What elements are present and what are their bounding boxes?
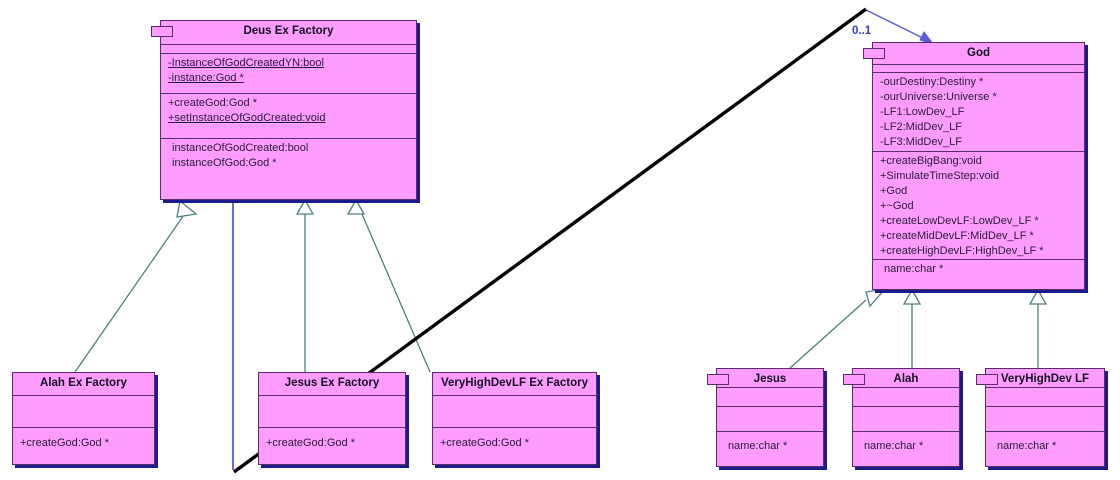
operation-item: +createMidDevLF:MidDev_LF * [880, 230, 1034, 242]
operation-item: +createGod:God * [20, 437, 109, 449]
extra-item: name:char * [728, 440, 788, 452]
extra-item: name:char * [997, 440, 1057, 452]
extra-item: instanceOfGodCreated:bool [172, 142, 309, 154]
class-box-deus-ex-factory[interactable]: Deus Ex Factory -InstanceOfGodCreatedYN:… [151, 20, 417, 201]
class-spacer-compartment [853, 388, 959, 407]
class-extras-compartment: instanceOfGodCreated:bool instanceOfGod:… [161, 139, 416, 201]
class-extras-compartment: name:char * [717, 432, 823, 466]
extra-item: name:char * [884, 263, 944, 275]
generalization-alahexfactory-to-deusexfactory [74, 199, 198, 373]
operation-item: +createBigBang:void [880, 155, 982, 167]
class-attributes-compartment [13, 396, 154, 428]
class-box-jesus[interactable]: Jesus name:char * [707, 368, 824, 467]
class-attributes-compartment [717, 407, 823, 432]
class-title-deus-ex-factory: Deus Ex Factory [161, 21, 416, 45]
class-attributes-compartment [986, 407, 1104, 432]
class-box-jesus-ex-factory[interactable]: Jesus Ex Factory +createGod:God * [258, 372, 406, 465]
class-tab-icon [151, 26, 173, 37]
class-attributes-compartment [433, 396, 596, 428]
class-operations-compartment: +createBigBang:void +SimulateTimeStep:vo… [873, 152, 1084, 260]
operation-item: +createGod:God * [440, 437, 529, 449]
class-tab-icon [843, 374, 865, 385]
class-title-alah: Alah [853, 369, 959, 388]
class-title-god: God [873, 43, 1084, 65]
class-title-jesus-ex-factory: Jesus Ex Factory [259, 373, 405, 396]
class-attributes-compartment [259, 396, 405, 428]
operation-item: +~God [880, 200, 914, 212]
class-tab-icon [863, 48, 885, 59]
attribute-item: -instance:God * [168, 72, 244, 84]
class-title-alah-ex-factory: Alah Ex Factory [13, 373, 154, 396]
class-title-veryhighdevlf-ex-factory: VeryHighDevLF Ex Factory [433, 373, 596, 396]
class-operations-compartment: +createGod:God * +setInstanceOfGodCreate… [161, 94, 416, 139]
class-box-veryhighdevlf-ex-factory[interactable]: VeryHighDevLF Ex Factory +createGod:God … [432, 372, 597, 465]
class-attributes-compartment: -ourDestiny:Destiny * -ourUniverse:Unive… [873, 73, 1084, 152]
class-title-jesus: Jesus [717, 369, 823, 388]
extra-item: instanceOfGod:God * [172, 157, 277, 169]
attribute-item: -LF2:MidDev_LF [880, 121, 962, 133]
class-tab-icon [976, 374, 998, 385]
association-multiplicity-label: 0..1 [852, 25, 872, 37]
class-attributes-compartment: -InstanceOfGodCreatedYN:bool -instance:G… [161, 54, 416, 94]
extra-item: name:char * [864, 440, 924, 452]
generalization-veryhighdevlf-to-god [1028, 288, 1048, 368]
class-operations-compartment: +createGod:God * [433, 428, 596, 464]
class-extras-compartment: name:char * [986, 432, 1104, 466]
class-attributes-compartment [853, 407, 959, 432]
class-extras-compartment: name:char * [873, 260, 1084, 291]
class-title-veryhighdev-lf: VeryHighDev LF [986, 369, 1104, 388]
class-tab-icon [707, 374, 729, 385]
class-spacer-compartment [161, 45, 416, 54]
class-spacer-compartment [873, 65, 1084, 73]
class-box-god[interactable]: God -ourDestiny:Destiny * -ourUniverse:U… [863, 42, 1085, 291]
class-spacer-compartment [986, 388, 1104, 407]
operation-item: +SimulateTimeStep:void [880, 170, 1000, 182]
class-spacer-compartment [717, 388, 823, 407]
operation-item: +createGod:God * [266, 437, 355, 449]
attribute-item: -ourUniverse:Universe * [880, 91, 997, 103]
attribute-item: -LF1:LowDev_LF [880, 106, 965, 118]
class-box-veryhighdev-lf[interactable]: VeryHighDev LF name:char * [976, 368, 1105, 467]
class-box-alah[interactable]: Alah name:char * [843, 368, 960, 467]
operation-item: +createHighDevLF:HighDev_LF * [880, 245, 1044, 257]
generalization-veryhighdevlfexfactory-to-deusexfactory [346, 198, 431, 373]
generalization-jesus-to-god [789, 288, 887, 369]
operation-item: +createLowDevLF:LowDev_LF * [880, 215, 1039, 227]
class-operations-compartment: +createGod:God * [13, 428, 154, 464]
operation-item: +God [880, 185, 908, 197]
operation-item: +createGod:God * [168, 97, 257, 109]
attribute-item: -InstanceOfGodCreatedYN:bool [168, 57, 324, 69]
generalization-jesusexfactory-to-deusexfactory [295, 198, 315, 372]
attribute-item: -ourDestiny:Destiny * [880, 76, 984, 88]
class-operations-compartment: +createGod:God * [259, 428, 405, 464]
generalization-alah-to-god [902, 288, 922, 368]
attribute-item: -LF3:MidDev_LF [880, 136, 962, 148]
class-box-alah-ex-factory[interactable]: Alah Ex Factory +createGod:God * [12, 372, 155, 465]
operation-item: +setInstanceOfGodCreated:void [168, 112, 326, 124]
class-extras-compartment: name:char * [853, 432, 959, 466]
